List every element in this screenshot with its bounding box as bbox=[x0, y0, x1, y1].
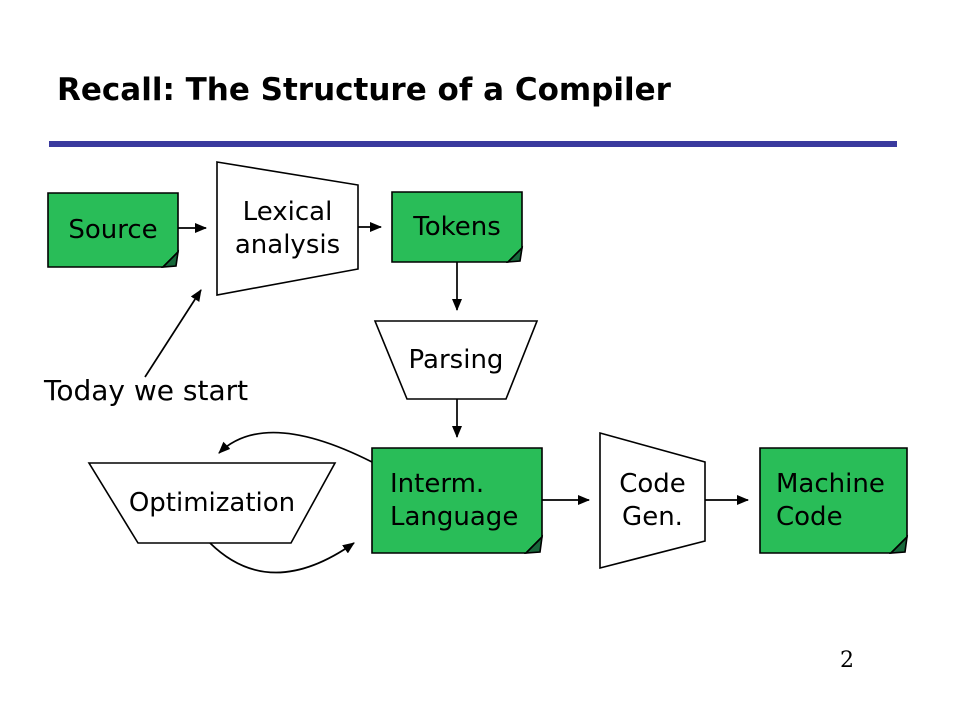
interm-language-label: Interm. Language bbox=[372, 448, 542, 553]
optimization-shape bbox=[87, 462, 337, 544]
tokens-label-text: Tokens bbox=[413, 211, 501, 242]
interm-line2: Language bbox=[390, 501, 519, 532]
parsing-label: Parsing bbox=[375, 321, 537, 399]
codegen-line1: Code bbox=[619, 469, 686, 499]
lexical-analysis-label: Lexical analysis bbox=[217, 162, 358, 295]
code-gen-label: Code Gen. bbox=[600, 433, 705, 568]
machine-line2: Code bbox=[776, 501, 843, 532]
optimization-label: Optimization bbox=[89, 463, 335, 543]
today-we-start-arrow bbox=[144, 289, 202, 378]
arrow-optimization-to-interm bbox=[209, 542, 355, 574]
interm-language-box-fold bbox=[523, 534, 544, 554]
optimization-label-text: Optimization bbox=[128, 487, 296, 518]
tokens-box-fold bbox=[505, 245, 524, 263]
title-underline bbox=[49, 141, 897, 147]
codegen-line2: Gen. bbox=[622, 501, 683, 532]
interm-line1: Interm. bbox=[390, 469, 485, 499]
source-label-text: Source bbox=[68, 214, 158, 245]
source-label: Source bbox=[48, 193, 178, 267]
lexical-analysis-shape bbox=[216, 161, 359, 296]
slide-title: Recall: The Structure of a Compiler bbox=[57, 72, 671, 108]
lexical-line1: Lexical bbox=[242, 197, 333, 227]
source-box-fold bbox=[160, 249, 180, 268]
parsing-label-text: Parsing bbox=[408, 344, 504, 375]
tokens-label: Tokens bbox=[392, 192, 522, 262]
lexical-line2: analysis bbox=[234, 229, 341, 260]
today-we-start-text: Today we start bbox=[44, 374, 249, 407]
arrow-interm-to-optimization bbox=[218, 431, 373, 463]
code-gen-shape bbox=[599, 431, 706, 570]
parsing-shape bbox=[373, 320, 539, 400]
page-number: 2 bbox=[840, 648, 854, 673]
machine-code-label: Machine Code bbox=[760, 448, 907, 553]
machine-line1: Machine bbox=[776, 469, 885, 499]
machine-code-box-fold bbox=[888, 534, 909, 554]
